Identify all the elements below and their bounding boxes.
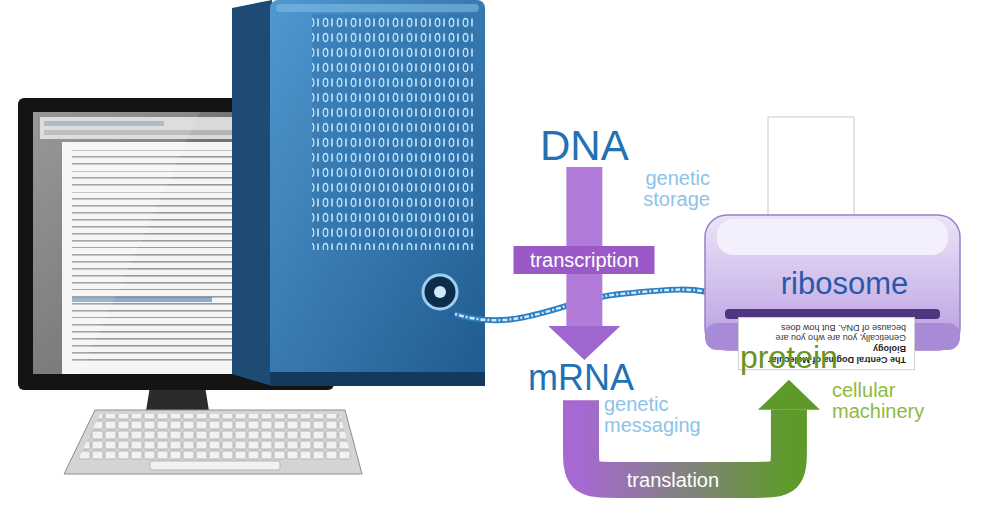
gene-store-note: genetic storage bbox=[602, 168, 710, 210]
messenger-title: mRNA bbox=[528, 358, 634, 398]
product-title: protein bbox=[740, 340, 838, 376]
edge-label: transcription bbox=[514, 246, 655, 274]
connector bbox=[581, 380, 820, 480]
arrow-head bbox=[758, 380, 820, 410]
printer-title: ribosome bbox=[705, 267, 981, 302]
dna-label: DNAgenetic storage bbox=[540, 122, 629, 169]
edge-label: translation bbox=[627, 469, 719, 491]
ribosome-printer: ribosomeThe Central Dogma of Molecular B… bbox=[705, 205, 981, 355]
protein-label: proteincellular machinery bbox=[740, 340, 838, 376]
messenger-note: genetic messaging bbox=[604, 394, 749, 436]
keyboard bbox=[64, 410, 362, 474]
computer-tower bbox=[232, 0, 485, 386]
product-note: cellular machinery bbox=[832, 380, 957, 422]
arrow-head bbox=[548, 326, 620, 360]
gene-store-title: DNA bbox=[540, 122, 629, 169]
mrna-label: mRNAgenetic messaging bbox=[528, 358, 634, 398]
